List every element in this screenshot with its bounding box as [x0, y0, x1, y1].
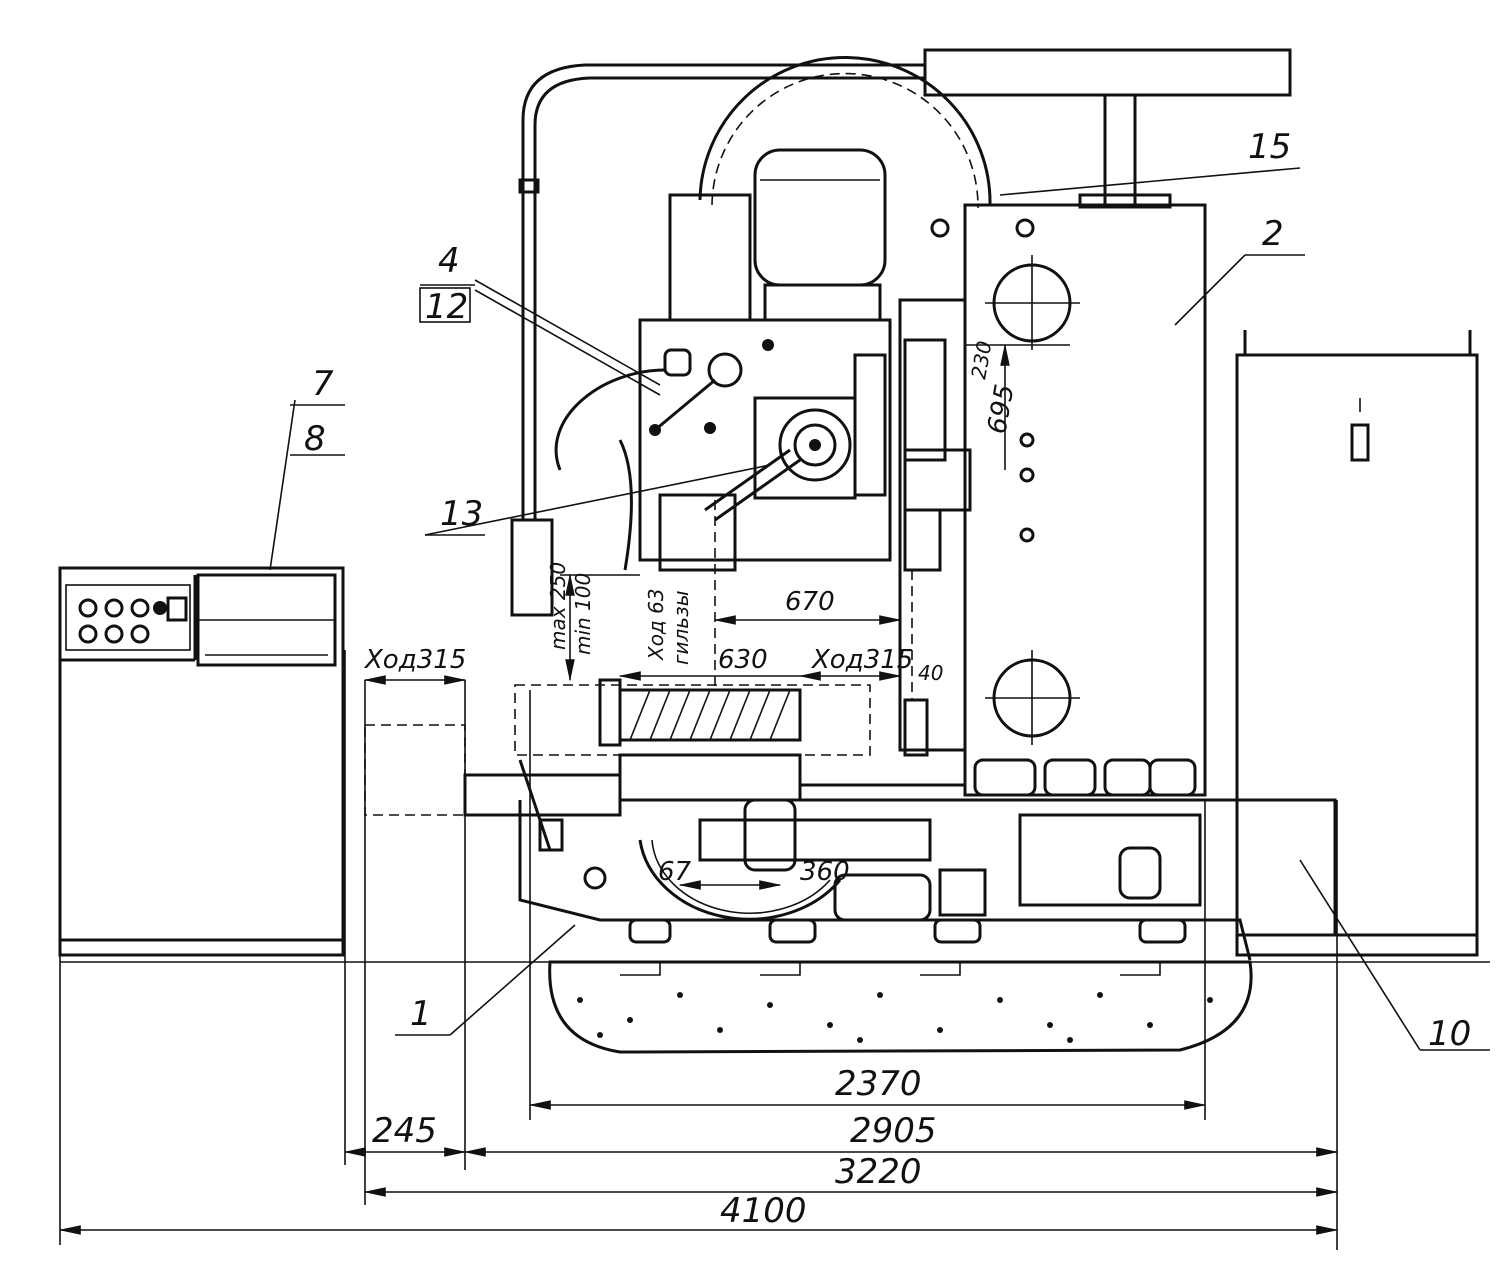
- callout-2: 2: [1262, 214, 1284, 254]
- dim-stroke-left: Ход315: [363, 645, 466, 675]
- dim-stroke-right: Ход315: [810, 645, 913, 675]
- milling-head: [554, 148, 892, 690]
- dim-min: min 100: [571, 573, 595, 655]
- dim-40: 40: [918, 661, 943, 685]
- callout-7: 7: [312, 364, 334, 404]
- dim-695: 695: [982, 382, 1020, 436]
- dim-630: 630: [718, 645, 768, 675]
- dim-2370: 2370: [835, 1064, 922, 1104]
- dim-360: 360: [800, 857, 850, 887]
- control-cabinet-left: [58, 566, 345, 957]
- callout-4: 4: [438, 241, 460, 281]
- electrical-cabinet-right: [1235, 330, 1479, 957]
- machine-base: [518, 798, 1337, 961]
- dim-3220: 3220: [835, 1152, 922, 1192]
- dim-4100: 4100: [720, 1191, 807, 1231]
- dim-670: 670: [785, 587, 835, 617]
- dim-245: 245: [372, 1111, 437, 1151]
- overhead-arm: [510, 48, 1292, 617]
- callout-15: 15: [1248, 127, 1291, 167]
- callout-13: 13: [440, 494, 483, 534]
- dim-230: 230: [966, 339, 996, 381]
- callout-1: 1: [410, 994, 432, 1034]
- work-table: [364, 678, 1205, 852]
- callout-10: 10: [1428, 1014, 1471, 1054]
- column: [898, 203, 1207, 797]
- callout-12-box: [419, 287, 471, 323]
- dimension-lines: [58, 343, 1339, 1250]
- dim-67: 67: [658, 857, 692, 887]
- leader-lines: [269, 167, 1490, 1051]
- dim-max: max 250: [546, 562, 570, 650]
- callout-8: 8: [304, 419, 326, 459]
- callout-12: 12: [425, 287, 468, 327]
- concrete-foundation: [60, 960, 1490, 1054]
- dim-sleeve-word: гильзы: [669, 590, 693, 665]
- dim-2905: 2905: [850, 1111, 937, 1151]
- dim-sleeve-stroke: Ход 63: [644, 588, 668, 661]
